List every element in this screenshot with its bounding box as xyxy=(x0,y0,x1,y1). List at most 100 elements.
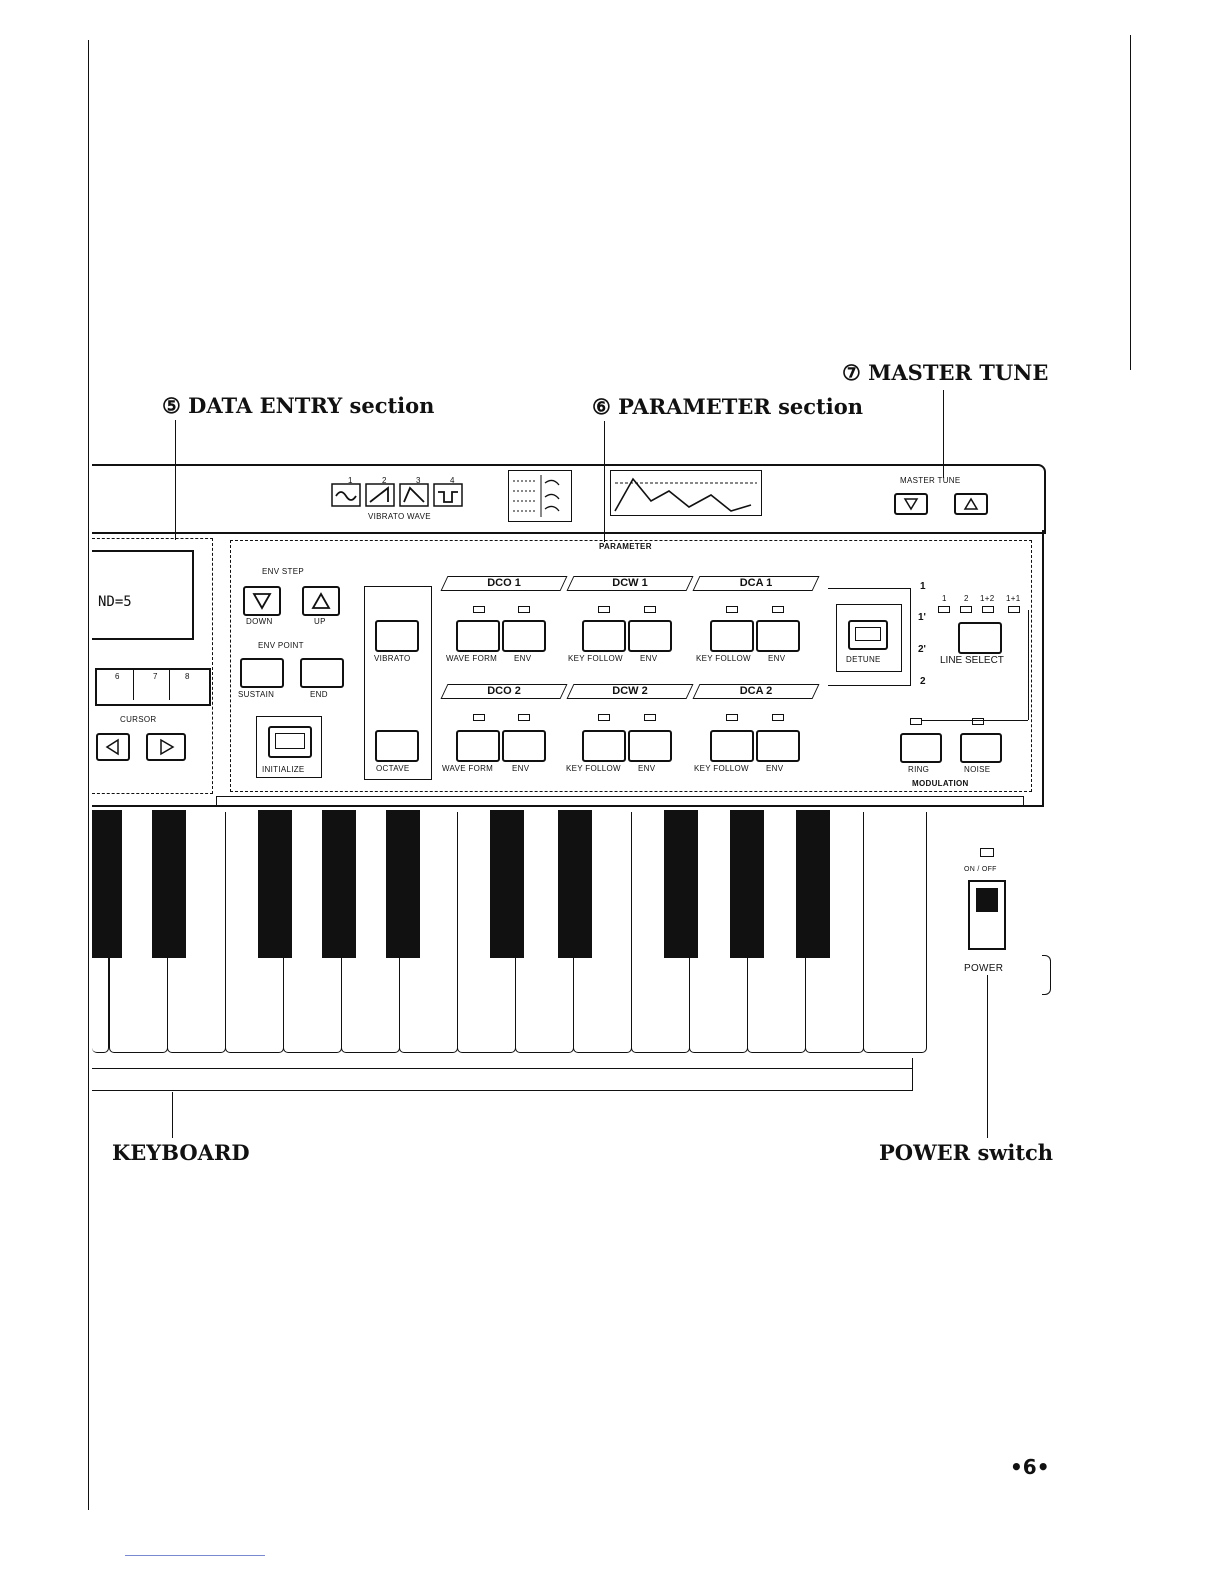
vibrato-label: VIBRATO xyxy=(374,654,411,663)
led-ring xyxy=(910,718,922,725)
dca1-keyfollow-button[interactable] xyxy=(710,620,754,652)
ring-button[interactable] xyxy=(900,733,942,763)
dcw1-keyfollow-button[interactable] xyxy=(582,620,626,652)
black-key[interactable] xyxy=(796,810,830,958)
up-triangle-icon xyxy=(963,497,979,510)
initialize-button[interactable] xyxy=(268,726,312,758)
black-key[interactable] xyxy=(558,810,592,958)
white-key[interactable] xyxy=(863,812,927,1053)
lcd-display: ND=5 xyxy=(92,550,194,640)
dcw1-keyfollow-label: KEY FOLLOW xyxy=(568,654,623,663)
detune-button[interactable] xyxy=(848,620,888,650)
master-tune-leader xyxy=(943,390,944,478)
vibrato-num-4: 4 xyxy=(450,476,455,485)
master-tune-down-button[interactable] xyxy=(894,493,928,515)
env-step-up-button[interactable] xyxy=(302,586,340,616)
dco2-waveform-label: WAVE FORM xyxy=(442,764,494,773)
initialize-frame xyxy=(256,716,322,778)
black-key[interactable] xyxy=(152,810,186,958)
dco2-waveform-button[interactable] xyxy=(456,730,500,762)
line-select-connector xyxy=(1028,610,1029,720)
led-dca2-env xyxy=(772,714,784,721)
dco2-env-label: ENV xyxy=(512,764,530,773)
down-triangle-icon xyxy=(252,593,272,610)
line-select-label: LINE SELECT xyxy=(940,655,1004,666)
octave-label: OCTAVE xyxy=(376,764,410,773)
dco1-tab: DCO 1 xyxy=(440,576,568,591)
black-key[interactable] xyxy=(92,810,122,958)
led-dco2-waveform xyxy=(473,714,485,721)
sustain-button[interactable] xyxy=(240,658,284,688)
line-marker-1: 1 xyxy=(920,581,926,592)
led-dca1-env xyxy=(772,606,784,613)
dcw2-keyfollow-button[interactable] xyxy=(582,730,626,762)
dcw2-env-button[interactable] xyxy=(628,730,672,762)
data-entry-leader xyxy=(175,420,176,540)
left-page-edge xyxy=(88,40,89,1510)
led-line-1plus2 xyxy=(982,606,994,613)
power-label: POWER xyxy=(964,963,1004,974)
dca1-env-button[interactable] xyxy=(756,620,800,652)
line-select-button[interactable] xyxy=(958,622,1002,654)
vibrato-wave-group: 1 2 3 4 xyxy=(330,476,465,508)
vibrato-octave-frame xyxy=(364,586,432,780)
vibrato-wave-icons xyxy=(331,483,463,507)
line-bracket xyxy=(828,588,911,686)
dcw1-tab: DCW 1 xyxy=(566,576,694,591)
end-label: END xyxy=(310,690,328,699)
panel-strip xyxy=(216,796,1024,806)
dca2-keyfollow-label: KEY FOLLOW xyxy=(694,764,749,773)
keyboard-leader xyxy=(172,1092,173,1138)
side-connector xyxy=(1042,955,1051,995)
cursor-left-button[interactable] xyxy=(96,733,130,761)
dco1-env-button[interactable] xyxy=(502,620,546,652)
octave-button[interactable] xyxy=(375,730,419,762)
led-dcw2-keyfollow xyxy=(598,714,610,721)
dcw2-keyfollow-label: KEY FOLLOW xyxy=(566,764,621,773)
line-num-1plus2: 1+2 xyxy=(980,594,995,603)
modulation-label: MODULATION xyxy=(912,779,969,788)
black-key[interactable] xyxy=(322,810,356,958)
black-key[interactable] xyxy=(730,810,764,958)
lcd-display-text: ND=5 xyxy=(98,594,132,610)
line-marker-2: 2 xyxy=(920,676,926,687)
black-key[interactable] xyxy=(258,810,292,958)
parameter-title: PARAMETER xyxy=(596,542,655,551)
wave-num-8: 8 xyxy=(185,672,190,681)
page-number: •6• xyxy=(1010,1455,1050,1479)
dco2-label: DCO 2 xyxy=(487,685,521,697)
vibrato-button[interactable] xyxy=(375,620,419,652)
waveform-chart-graphic xyxy=(508,470,572,522)
power-switch-toggle xyxy=(976,888,998,912)
detune-label: DETUNE xyxy=(846,655,881,664)
led-noise xyxy=(972,718,984,725)
callout-number: ⑦ xyxy=(842,360,861,385)
master-tune-callout: ⑦ MASTER TUNE xyxy=(842,360,1048,385)
ring-label: RING xyxy=(908,765,930,774)
env-step-down-button[interactable] xyxy=(243,586,281,616)
dca2-env-button[interactable] xyxy=(756,730,800,762)
down-label: DOWN xyxy=(246,617,273,626)
parameter-frame xyxy=(230,540,1032,792)
dcw2-tab: DCW 2 xyxy=(566,684,694,699)
data-entry-frame xyxy=(92,538,213,794)
noise-button[interactable] xyxy=(960,733,1002,763)
power-on-off-label: ON / OFF xyxy=(964,866,997,873)
line-marker-2-prime: 2' xyxy=(918,644,926,655)
black-key[interactable] xyxy=(490,810,524,958)
master-tune-up-button[interactable] xyxy=(954,493,988,515)
dcw1-label: DCW 1 xyxy=(612,577,648,589)
wave-select-buttons: 6 7 8 xyxy=(95,668,211,706)
black-key[interactable] xyxy=(664,810,698,958)
dca2-keyfollow-button[interactable] xyxy=(710,730,754,762)
dca1-tab: DCA 1 xyxy=(692,576,820,591)
black-key[interactable] xyxy=(386,810,420,958)
dco2-env-button[interactable] xyxy=(502,730,546,762)
power-switch[interactable] xyxy=(968,880,1006,950)
dco1-waveform-button[interactable] xyxy=(456,620,500,652)
dcw2-label: DCW 2 xyxy=(612,685,648,697)
led-dcw2-env xyxy=(644,714,656,721)
cursor-right-button[interactable] xyxy=(146,733,186,761)
dcw1-env-button[interactable] xyxy=(628,620,672,652)
end-button[interactable] xyxy=(300,658,344,688)
